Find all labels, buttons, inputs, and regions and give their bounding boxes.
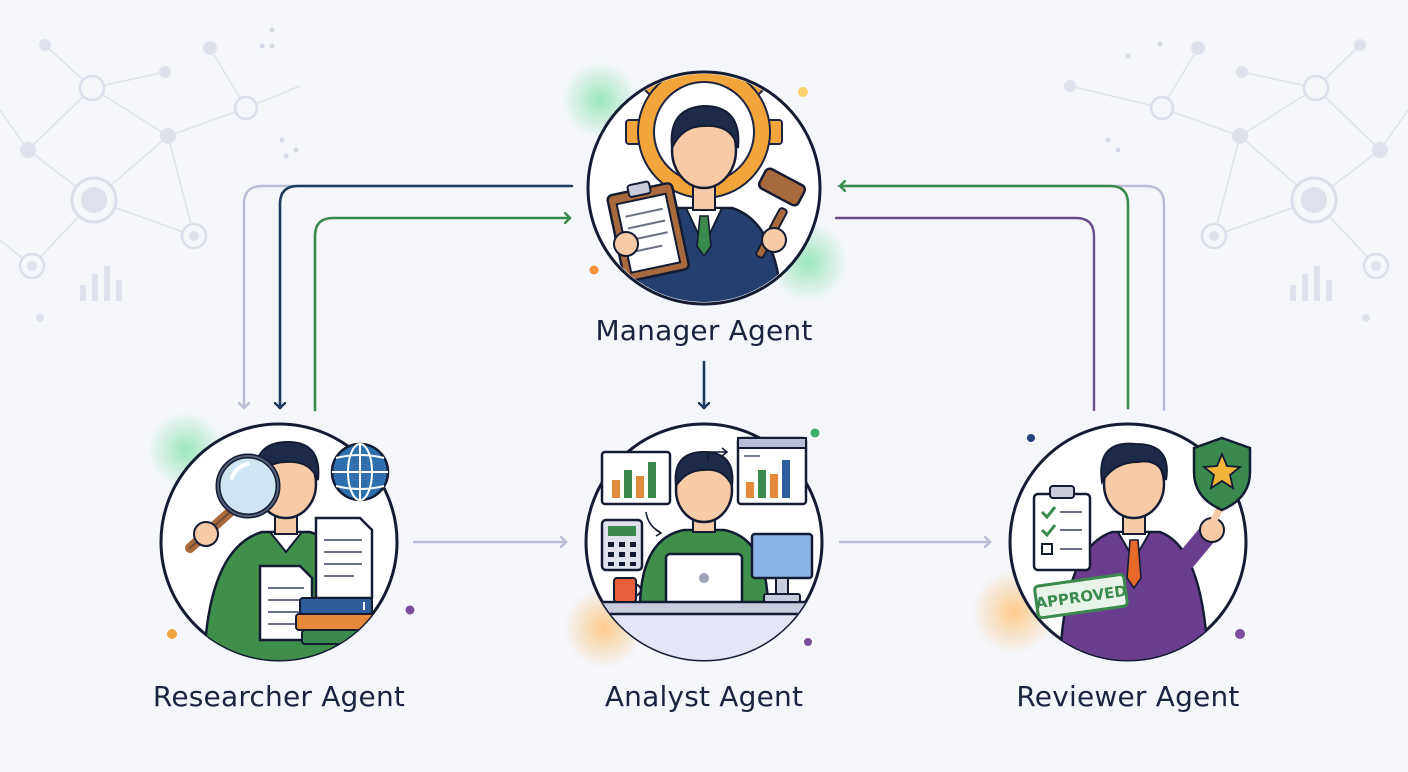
- coffee-mug-icon: [613, 577, 642, 603]
- bar-chart-icon: [736, 436, 808, 506]
- researcher-agent-node: [159, 422, 399, 662]
- background-network-right-nodes: [1064, 39, 1390, 322]
- background-network-left: [0, 44, 301, 267]
- monitor-icon: [750, 532, 814, 603]
- arrow-researcher-to-manager: [313, 218, 572, 412]
- globe-icon: [330, 442, 390, 502]
- researcher-agent-label: Researcher Agent: [152, 680, 406, 713]
- arrow-reviewer-to-manager: [838, 186, 1130, 410]
- arrow-manager-to-reviewer: [836, 184, 1166, 412]
- calculator-icon: [600, 518, 644, 572]
- reviewer-agent-node: APPROVED: [1008, 422, 1252, 662]
- analyst-agent-node: [584, 422, 824, 662]
- arrow-manager-to-researcher-outer: [244, 184, 572, 410]
- analyst-agent-label: Analyst Agent: [604, 680, 804, 713]
- bar-chart-icon: [600, 450, 672, 506]
- checklist-icon: [1032, 485, 1092, 572]
- arrow-manager-to-researcher: [280, 184, 574, 410]
- manager-agent-node: [586, 70, 822, 306]
- confetti-dots: [167, 87, 1245, 646]
- background-network-left-nodes: [18, 27, 299, 322]
- background-network-right: [1069, 44, 1408, 267]
- shield-star-icon: [1192, 436, 1252, 512]
- books-icon: [295, 597, 379, 645]
- manager-agent-label: Manager Agent: [595, 314, 813, 347]
- reviewer-agent-label: Reviewer Agent: [1016, 680, 1240, 713]
- arrow-manager-purple-to-reviewer: [834, 216, 1096, 412]
- connector-lines: [244, 184, 1166, 542]
- laptop-icon: [664, 552, 744, 606]
- approved-stamp-icon: APPROVED: [1033, 573, 1129, 620]
